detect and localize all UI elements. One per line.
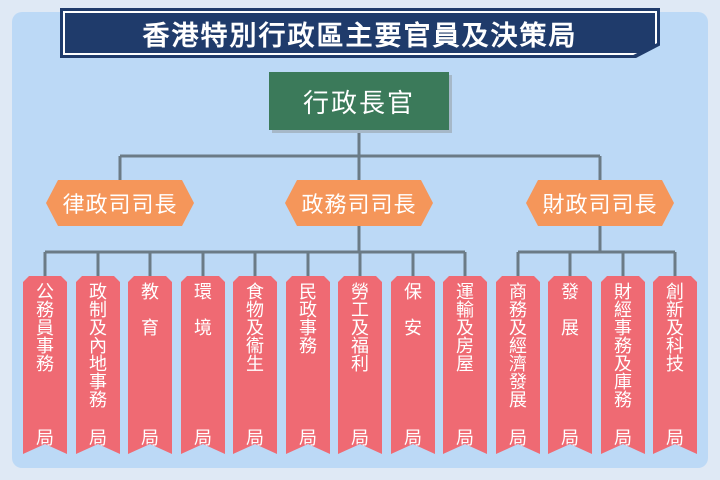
bureau-food-health: 食 物 及 衞 生 局 <box>233 276 277 454</box>
bureau-environment: 環 境 局 <box>181 276 225 454</box>
bureau-suffix: 局 <box>456 428 474 449</box>
bureau-development: 發 展 局 <box>548 276 592 454</box>
bureau-label: 環 境 <box>194 282 212 339</box>
bureau-suffix: 局 <box>141 428 159 449</box>
bureau-suffix: 局 <box>89 428 107 449</box>
bureau-suffix: 局 <box>194 428 212 449</box>
bureau-suffix: 局 <box>614 428 632 449</box>
bureau-label: 運 輸 及 房 屋 <box>456 282 474 375</box>
bureau-label: 商 務 及 經 濟 發 展 <box>509 282 527 411</box>
bureau-label: 公 務 員 事 務 <box>36 282 54 375</box>
bureau-label: 保 安 <box>404 282 422 339</box>
bureau-home-affairs: 民 政 事 務 局 <box>286 276 330 454</box>
bureau-label: 發 展 <box>561 282 579 339</box>
bureau-suffix: 局 <box>561 428 579 449</box>
bureau-label: 創 新 及 科 技 <box>666 282 684 375</box>
bureau-suffix: 局 <box>404 428 422 449</box>
secretary-administration-box: 政務司司長 <box>285 180 433 226</box>
secretary-justice-box: 律政司司長 <box>46 180 194 226</box>
bureau-suffix: 局 <box>509 428 527 449</box>
bureau-label: 財 經 事 務 及 庫 務 <box>614 282 632 411</box>
bureau-label: 食 物 及 衞 生 <box>246 282 264 375</box>
bureau-suffix: 局 <box>351 428 369 449</box>
bureau-security: 保 安 局 <box>391 276 435 454</box>
bureau-transport-housing: 運 輸 及 房 屋 局 <box>443 276 487 454</box>
bureau-label: 政 制 及 內 地 事 務 <box>89 282 107 411</box>
page-title: 香港特別行政區主要官員及決策局 <box>60 8 660 58</box>
bureau-label: 教 育 <box>141 282 159 339</box>
bureau-suffix: 局 <box>246 428 264 449</box>
bureau-innovation-technology: 創 新 及 科 技 局 <box>653 276 697 454</box>
bureau-financial-treasury: 財 經 事 務 及 庫 務 局 <box>601 276 645 454</box>
bureau-label: 民 政 事 務 <box>299 282 317 357</box>
bureau-suffix: 局 <box>666 428 684 449</box>
secretary-financial-box: 財政司司長 <box>526 180 674 226</box>
bureau-constitutional-mainland: 政 制 及 內 地 事 務 局 <box>76 276 120 454</box>
chief-executive-box: 行政長官 <box>269 72 449 130</box>
bureau-label: 勞 工 及 福 利 <box>351 282 369 375</box>
bureau-suffix: 局 <box>36 428 54 449</box>
bureau-civil-service: 公 務 員 事 務 局 <box>23 276 67 454</box>
bureau-education: 教 育 局 <box>128 276 172 454</box>
bureau-suffix: 局 <box>299 428 317 449</box>
bureau-labour-welfare: 勞 工 及 福 利 局 <box>338 276 382 454</box>
bureau-commerce-economic: 商 務 及 經 濟 發 展 局 <box>496 276 540 454</box>
